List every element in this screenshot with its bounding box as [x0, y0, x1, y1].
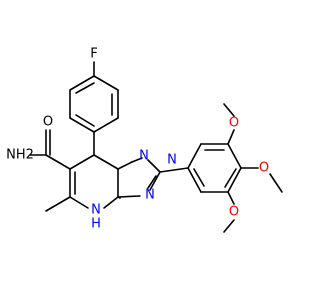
- nh-nitrogen: N: [91, 203, 101, 218]
- amine-group: NH2: [6, 148, 34, 163]
- molecule-structure: F NH2 O N N N N H O O O: [6, 47, 283, 233]
- amide-oxygen: O: [43, 115, 53, 130]
- methoxy-oxygen-meta1: O: [229, 116, 239, 131]
- bonds: [29, 61, 283, 233]
- ring-nitrogen-7: N: [139, 149, 149, 164]
- methoxy-oxygen-meta2: O: [229, 205, 239, 220]
- triazole-nitrogen-right: N: [145, 188, 155, 203]
- methoxy-oxygen-para: O: [259, 161, 269, 176]
- fluorine-atom: F: [90, 47, 97, 62]
- molecule-canvas: F NH2 O N N N N H O O O: [6, 47, 283, 233]
- atom-labels: F NH2 O N N N N H O O O: [6, 47, 269, 232]
- nh-hydrogen: H: [91, 217, 101, 232]
- triazole-nitrogen-top: N: [167, 153, 177, 168]
